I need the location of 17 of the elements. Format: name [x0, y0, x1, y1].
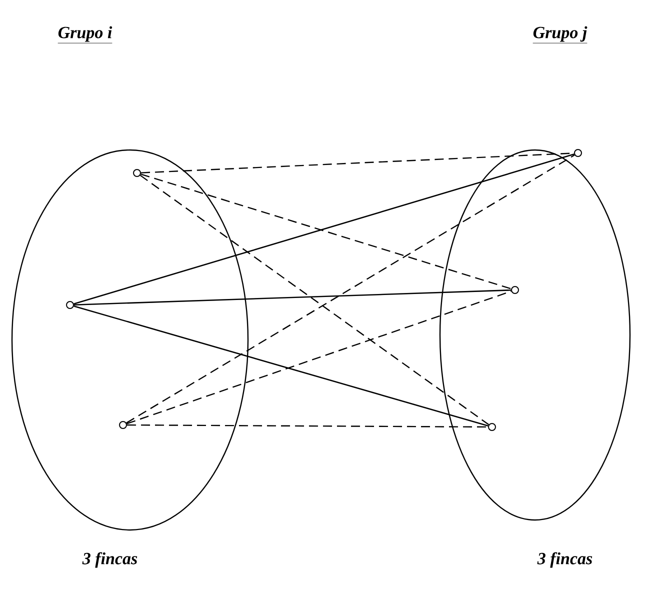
group-heading: Grupo j	[532, 26, 588, 44]
connector-line	[74, 289, 512, 306]
point-circle	[66, 300, 74, 309]
connector-line	[126, 154, 575, 424]
connector-line	[127, 424, 488, 428]
group-heading: Grupo i	[58, 26, 112, 44]
connector-line	[74, 305, 488, 426]
connector-line	[140, 174, 512, 290]
connector-line	[74, 154, 574, 304]
group-caption: 3 fincas	[537, 552, 592, 568]
group-caption: 3 fincas	[82, 552, 138, 568]
connector-line	[126, 290, 512, 424]
point-circle	[511, 286, 519, 294]
point-circle	[574, 149, 582, 157]
point-circle	[133, 169, 141, 177]
connector-line	[140, 174, 490, 426]
point-circle	[119, 420, 127, 429]
